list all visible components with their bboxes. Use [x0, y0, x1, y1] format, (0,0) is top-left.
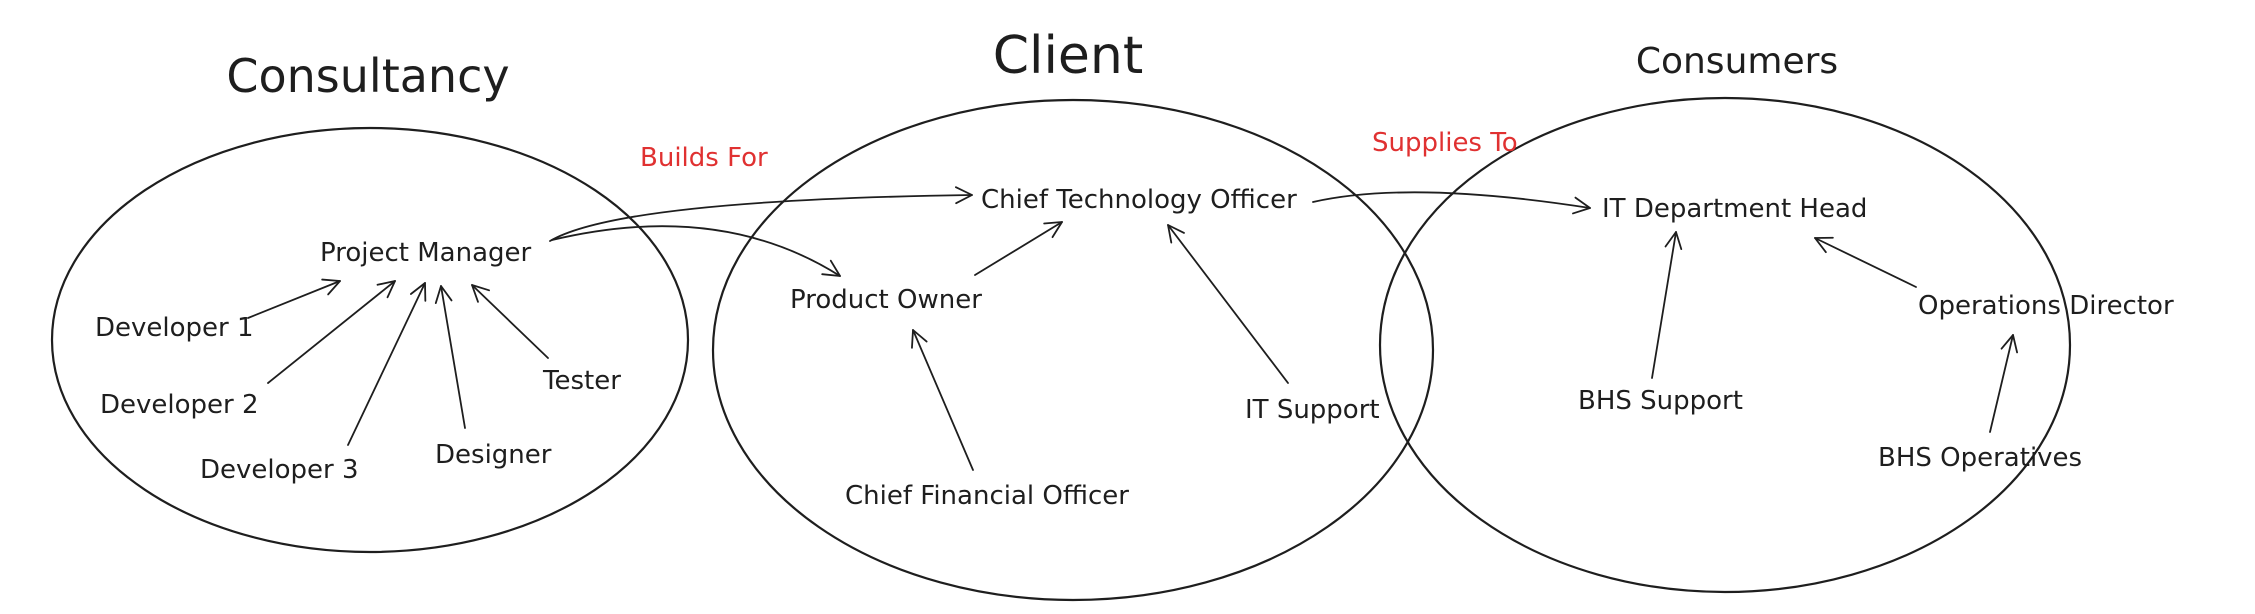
- node-project-manager: Project Manager: [320, 238, 531, 268]
- consultancy-title: Consultancy: [226, 49, 509, 103]
- supplies-to-label: Supplies To: [1372, 128, 1518, 158]
- edge-project-manager-to-product-owner: [551, 225, 841, 277]
- edge-operations-director-to-it-department-head: [1814, 236, 1917, 288]
- edge-bhs-operatives-to-operations-director: [1989, 334, 2018, 433]
- node-operations-director: Operations Director: [1918, 291, 2174, 321]
- edge-project-manager-to-cto: [549, 186, 973, 242]
- consumers-title: Consumers: [1636, 41, 1838, 82]
- node-bhs-support: BHS Support: [1578, 386, 1743, 416]
- node-chief-technology-officer: Chief Technology Officer: [981, 185, 1297, 215]
- node-bhs-operatives: BHS Operatives: [1878, 443, 2082, 473]
- edge-developer-2-to-project-manager: [267, 280, 396, 384]
- edge-cfo-to-product-owner: [911, 329, 974, 471]
- edge-developer-3-to-project-manager: [347, 282, 427, 446]
- node-developer-2: Developer 2: [100, 390, 259, 420]
- edge-cto-to-it-department-head: [1312, 191, 1591, 215]
- node-designer: Designer: [435, 440, 552, 470]
- node-product-owner: Product Owner: [790, 285, 982, 315]
- node-developer-1: Developer 1: [95, 313, 254, 343]
- edge-designer-to-project-manager: [434, 285, 466, 429]
- node-developer-3: Developer 3: [200, 455, 359, 485]
- consumers-ellipse: [1378, 96, 2072, 594]
- node-it-department-head: IT Department Head: [1602, 194, 1867, 224]
- edge-developer-1-to-project-manager: [247, 278, 341, 319]
- edge-tester-to-project-manager: [471, 284, 549, 359]
- builds-for-label: Builds For: [640, 143, 768, 173]
- consultancy-ellipse: [50, 126, 690, 554]
- node-tester: Tester: [542, 366, 621, 396]
- client-title: Client: [993, 26, 1144, 86]
- edge-product-owner-to-cto: [974, 221, 1063, 276]
- client-ellipse: [711, 98, 1435, 602]
- node-it-support: IT Support: [1245, 395, 1380, 425]
- node-chief-financial-officer: Chief Financial Officer: [845, 481, 1129, 511]
- edge-bhs-support-to-it-department-head: [1651, 231, 1683, 379]
- edge-it-support-to-cto: [1167, 224, 1289, 384]
